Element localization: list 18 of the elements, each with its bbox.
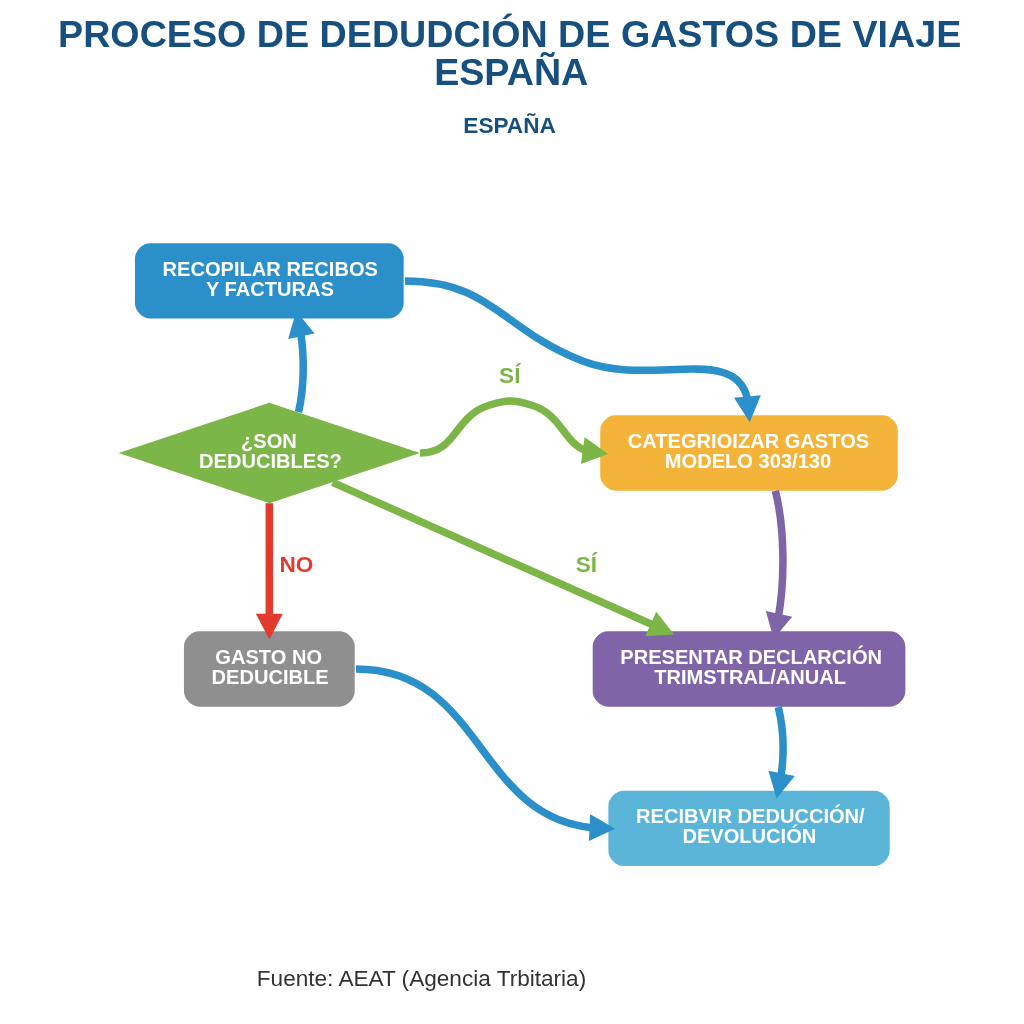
arrow xyxy=(255,503,283,640)
node-box: RECOPILAR RECIBOS Y FACTURAS xyxy=(135,243,404,319)
edge-label: SÍ xyxy=(499,363,521,389)
caption: Fuente: AEAT (Agencia Trbitaria) xyxy=(256,965,587,991)
label: ESPAÑA xyxy=(463,113,556,139)
node-diamond: ¿SON DEDUCIBLES? xyxy=(118,402,420,504)
diagram-title: PROCESO DE DEDUDCIÓN DE GASTOS DE VIAJE ESPAÑA xyxy=(58,13,962,94)
edge-label: NO xyxy=(279,551,314,577)
arrow xyxy=(331,478,675,637)
node-box: RECIBVIR DEDUCCIÓN/ DEVOLUCIÓN xyxy=(608,790,890,867)
node-box: GASTO NO DEDUCIBLE xyxy=(183,631,355,707)
arrow xyxy=(768,706,795,799)
arrow xyxy=(355,665,616,842)
arrow xyxy=(404,277,761,423)
arrow xyxy=(419,397,609,464)
node-box: PRESENTAR DECLARCIÓN TRIMSTRAL/ANUAL xyxy=(592,631,906,707)
edge-label: SÍ xyxy=(575,551,598,577)
node-box: CATEGRIOIZAR GASTOS MODELO 303/130 xyxy=(600,415,898,491)
